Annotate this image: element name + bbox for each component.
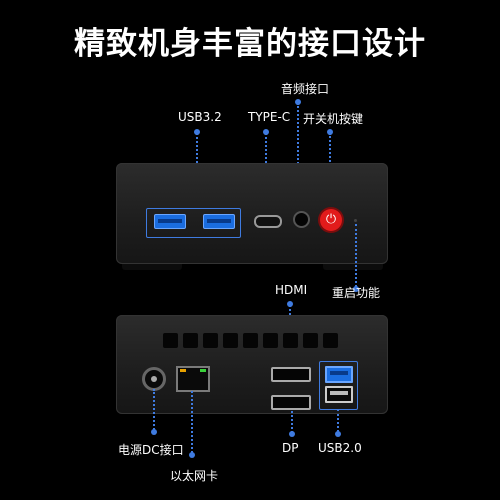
vent-9	[323, 333, 338, 348]
callout-line-ethernet	[191, 391, 193, 453]
label-usb32: USB3.2	[178, 110, 222, 124]
label-ethernet: 以太网卡	[170, 469, 219, 483]
label-typec: TYPE-C	[248, 110, 291, 124]
vent-3	[203, 333, 218, 348]
usb32-port-1[interactable]	[154, 214, 186, 229]
reset-pinhole[interactable]	[354, 219, 357, 222]
callout-dot-audio	[295, 99, 301, 105]
vent-2	[183, 333, 198, 348]
usb32-port-2[interactable]	[203, 214, 235, 229]
usb20-port-group	[319, 361, 358, 410]
callout-dot-typec	[263, 129, 269, 135]
typec-port[interactable]	[254, 215, 282, 228]
usb20-port[interactable]	[325, 386, 353, 403]
vent-7	[283, 333, 298, 348]
usb3-back-port[interactable]	[325, 366, 353, 383]
front-foot-left	[122, 264, 182, 270]
front-foot-right	[323, 264, 383, 270]
ethernet-led-link	[200, 369, 206, 372]
label-dp: DP	[282, 441, 299, 455]
power-icon: ⏻	[325, 212, 337, 227]
callout-line-dc	[153, 389, 155, 430]
vent-4	[223, 333, 238, 348]
front-panel	[116, 163, 388, 264]
callout-dot-ethernet	[189, 452, 195, 458]
label-power-button: 开关机按键	[303, 112, 364, 126]
label-dc: 电源DC接口	[118, 443, 184, 457]
label-audio: 音频接口	[281, 82, 330, 96]
vent-6	[263, 333, 278, 348]
hdmi-port[interactable]	[271, 367, 311, 382]
dp-port[interactable]	[271, 395, 311, 410]
page-title: 精致机身丰富的接口设计	[74, 26, 426, 62]
callout-line-dp	[291, 411, 293, 433]
vent-8	[303, 333, 318, 348]
callout-dot-usb32	[194, 129, 200, 135]
power-button[interactable]: ⏻	[320, 209, 342, 231]
callout-line-usb20	[337, 409, 339, 432]
callout-dot-reset	[353, 286, 359, 292]
label-usb20: USB2.0	[318, 441, 362, 455]
callout-dot-power	[327, 129, 333, 135]
callout-dot-hdmi	[287, 301, 293, 307]
callout-dot-dc	[151, 429, 157, 435]
label-hdmi: HDMI	[275, 283, 308, 297]
callout-dot-dp	[289, 431, 295, 437]
callout-dot-usb20	[335, 431, 341, 437]
vent-5	[243, 333, 258, 348]
dc-power-jack[interactable]	[142, 367, 166, 391]
vent-1	[163, 333, 178, 348]
callout-line-reset	[355, 224, 357, 287]
usb32-port-group	[146, 208, 241, 238]
audio-jack[interactable]	[293, 211, 310, 228]
label-reset: 重启功能	[332, 286, 381, 300]
callout-line-audio	[297, 103, 299, 208]
ethernet-led-activity	[180, 369, 186, 372]
